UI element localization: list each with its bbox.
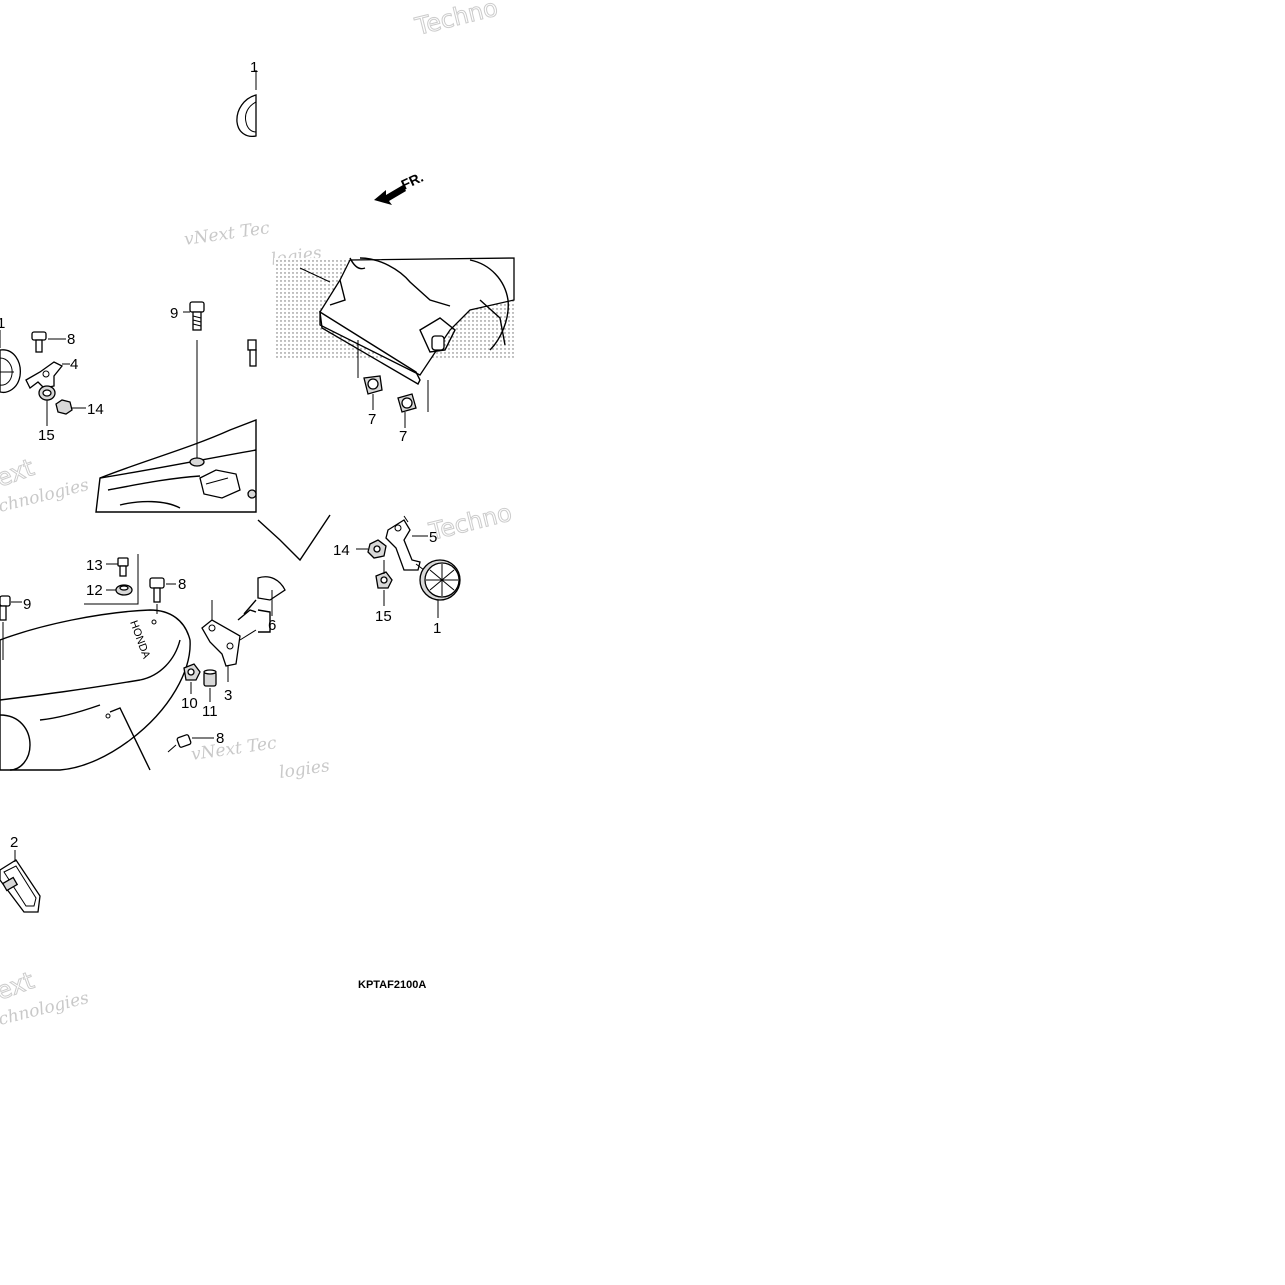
bolt-8-top-drawing — [31, 331, 66, 353]
callout-12: 12 — [86, 582, 103, 599]
nut-14-right-drawing — [356, 539, 387, 559]
bracket-5-drawing — [385, 515, 428, 571]
reflector-left-drawing — [0, 330, 21, 394]
watermark-text: logies — [278, 756, 331, 783]
callout-13: 13 — [86, 557, 103, 574]
callout-9-top: 9 — [170, 305, 178, 322]
diagram-code: KPTAF2100A — [358, 979, 426, 991]
watermark-text: ext — [0, 453, 38, 492]
nut-15-left-drawing — [38, 385, 56, 426]
callout-5: 5 — [429, 529, 437, 546]
reflector-2-drawing — [0, 850, 41, 913]
watermark-text: vNext Tec — [183, 218, 271, 250]
grommet-7a-drawing — [363, 375, 383, 410]
callout-8-mid: 8 — [178, 576, 186, 593]
bolt-8-bottom-drawing — [167, 734, 214, 753]
callout-3: 3 — [224, 687, 232, 704]
callout-14-right: 14 — [333, 542, 350, 559]
rear-frame-drawing — [274, 257, 515, 412]
nut-10-drawing — [183, 663, 201, 694]
callout-7a: 7 — [368, 411, 376, 428]
callout-11: 11 — [202, 703, 218, 720]
nut-15-right-drawing — [375, 560, 393, 606]
bracket-group-line — [84, 554, 139, 605]
callout-1-left: 1 — [0, 315, 5, 332]
seat-cowl-drawing: HONDA — [0, 609, 191, 771]
reflector-top-drawing — [236, 70, 257, 138]
bolt-9-mid-drawing — [0, 595, 22, 660]
callout-7b: 7 — [399, 428, 407, 445]
direction-label: FR. — [399, 169, 426, 193]
grommet-7b-drawing — [397, 393, 417, 428]
seat-base-drawing — [95, 418, 257, 513]
bolt-9-top-drawing — [183, 301, 205, 458]
watermark-text: Techno — [412, 0, 501, 41]
washer-12-drawing — [106, 584, 133, 596]
callout-4: 4 — [70, 356, 78, 373]
partial-bolt-drawing — [247, 339, 257, 367]
reflector-right-drawing — [419, 559, 461, 618]
callout-2: 2 — [10, 834, 18, 851]
callout-14-left: 14 — [87, 401, 104, 418]
callout-10: 10 — [181, 695, 198, 712]
front-direction-arrow: FR. — [374, 169, 426, 205]
watermarks: Techno vNext Tec logies ext chnologies T… — [0, 0, 515, 1030]
callout-6: 6 — [268, 617, 276, 634]
callout-1-right: 1 — [433, 620, 441, 637]
callout-15-right: 15 — [375, 608, 392, 625]
callout-15-left: 15 — [38, 427, 55, 444]
nut-14-left-drawing — [55, 399, 86, 415]
callout-8-bottom: 8 — [216, 730, 224, 747]
bolt-13-drawing — [106, 557, 129, 577]
callout-9-mid: 9 — [23, 596, 31, 613]
side-cover-6-drawing — [257, 514, 331, 633]
bracket-3-drawing — [201, 599, 257, 682]
honda-mark: HONDA — [127, 619, 152, 661]
bolt-8-mid-drawing — [149, 577, 176, 614]
watermark-text: ext — [0, 966, 38, 1005]
callout-1-top: 1 — [250, 59, 258, 76]
callout-8-top: 8 — [67, 331, 75, 348]
watermark-text: Techno — [426, 498, 515, 546]
bracket-4-drawing — [25, 361, 70, 389]
collar-11-drawing — [203, 669, 217, 702]
